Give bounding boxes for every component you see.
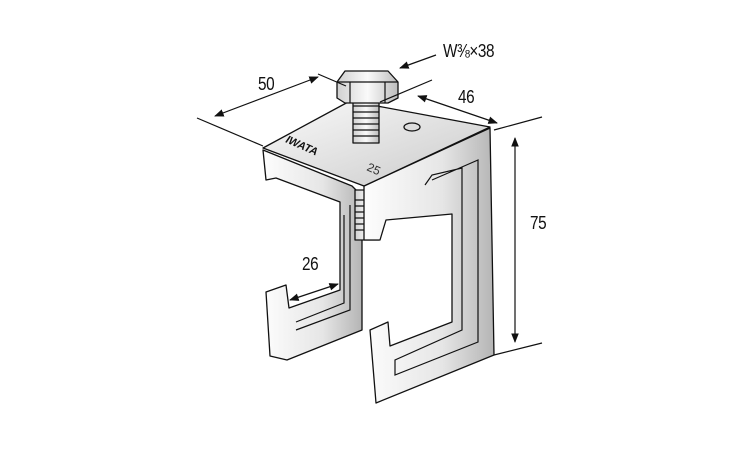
bolt [336,70,399,144]
size-mark: 25 [365,160,383,178]
dimension-width-label: 50 [258,74,275,94]
bolt-spec-label: W⅜×38 [443,41,495,61]
dimension-depth-label: 46 [458,87,475,107]
dimension-jaw-label: 26 [302,254,319,274]
dimension-height-label: 75 [530,213,547,233]
dimension-lines [196,54,543,356]
